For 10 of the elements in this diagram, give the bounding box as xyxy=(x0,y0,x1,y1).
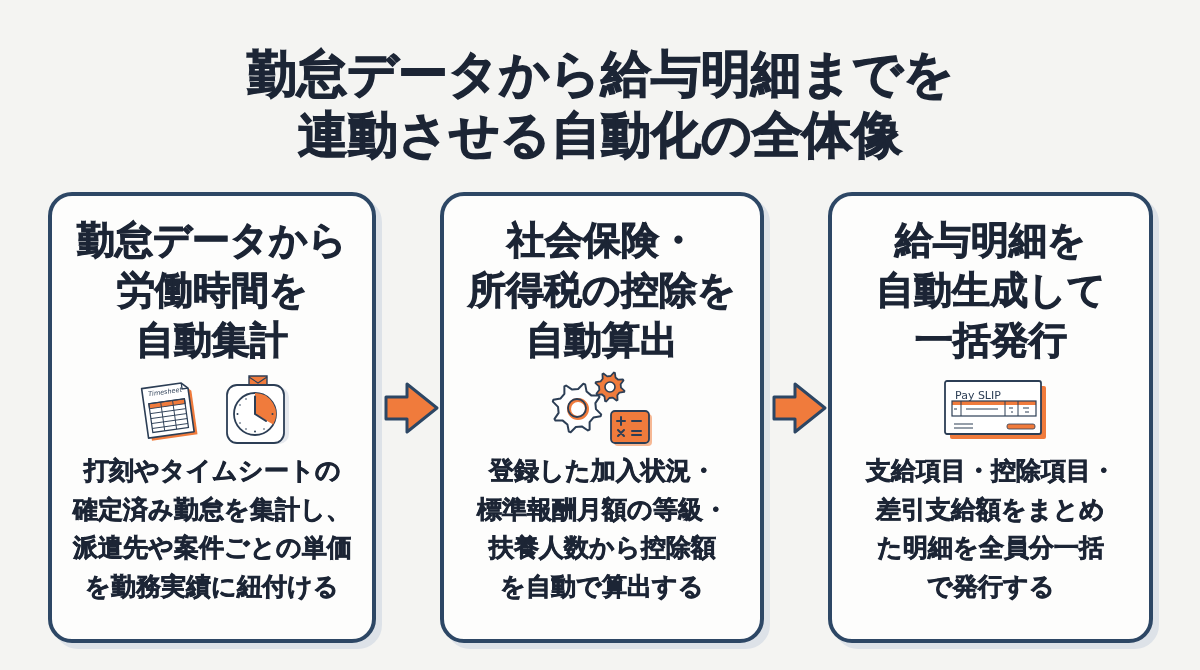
step-heading: 社会保険・所得税の控除を自動算出 xyxy=(467,217,737,364)
diagram-title: 勤怠データから給与明細までを連動させる自動化の全体像 xyxy=(245,44,955,166)
step-description: 打刻やタイムシートの確定済み勤怠を集計し、派遣先や案件ごとの単価を勤務実績に紐付ける xyxy=(71,455,353,603)
step-description: 支給項目・控除項目・差引支給額をまとめた明細を全員分一括で発行する xyxy=(864,455,1117,603)
arrow xyxy=(384,382,439,434)
illustration-label: Pay SLIP xyxy=(955,390,1001,401)
arrow xyxy=(772,382,827,434)
step-description: 登録した加入状況・標準報酬月額の等級・扶養人数から控除額を自動で算出する xyxy=(475,455,729,603)
step-heading: 給与明細を自動生成して一括発行 xyxy=(874,217,1107,364)
step-heading: 勤怠データから労働時間を自動集計 xyxy=(76,217,348,364)
